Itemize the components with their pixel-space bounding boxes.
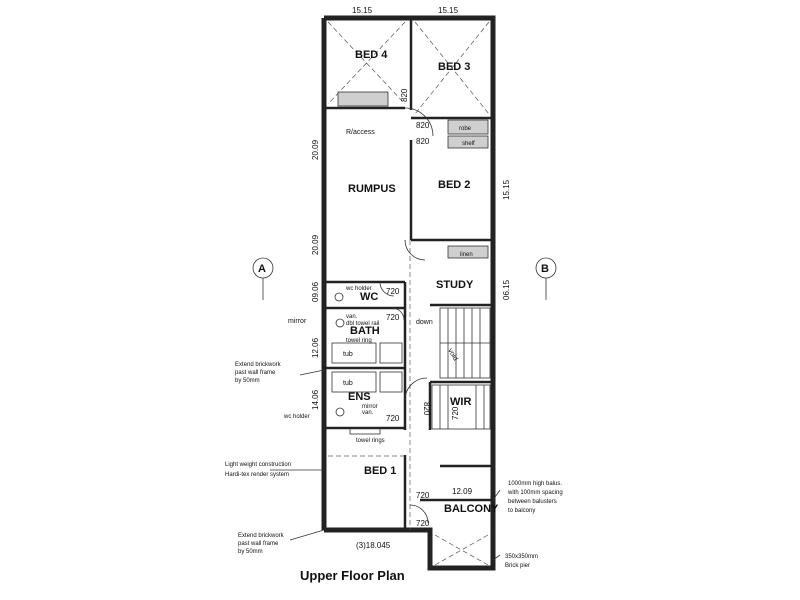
dim-left-wc: 09.06 [311,281,320,302]
annotation-pier-line-2: Brick pier [505,563,530,569]
annotation-balustrade-line-1: 1000mm high balus. [508,481,562,487]
dim-left-bath: 12.06 [311,337,320,358]
door-720-f: 720 [451,406,460,420]
label-shelf: shelf [462,141,475,147]
annotation-light-weight-line-2: Hardi-tex render system [225,472,289,478]
plan-title: Upper Floor Plan [300,568,405,583]
annotation-pier-line-1: 350x350mm [505,554,538,560]
annotation-balustrade-line-4: to balcony [508,508,535,514]
door-720-a: 720 [386,287,400,296]
room-balcony: BALCONY [444,503,499,515]
label-wc-holder: wc holder [345,286,372,292]
dim-top-left: 15.15 [352,6,373,15]
door-720-c: 720 [386,414,400,423]
door-820-c: 820 [416,137,430,146]
label-r-access: R/access [346,129,375,136]
room-study: STUDY [436,279,474,291]
stair [431,307,491,430]
grid-label-b: B [541,263,549,275]
room-bed2: BED 2 [438,179,470,191]
room-bed1: BED 1 [364,465,396,477]
ceiling-lines [327,21,490,566]
annotation-extend-2-line-2: past wall frame [238,541,279,547]
label-van-ens: van. [362,410,374,416]
label-robe: robe [459,126,472,132]
annotation-extend-2-line-3: by 50mm [238,549,263,555]
label-tub-2: tub [343,380,353,387]
room-ens: ENS [348,391,371,403]
label-van: van. [346,314,358,320]
dim-balcony: 12.09 [452,487,473,496]
door-720-e: 720 [416,519,430,528]
room-bath: BATH [350,325,380,337]
grid-label-a: A [258,263,266,275]
dim-left-ens: 14.06 [311,389,320,410]
label-towel-rail: dbl towel rail [346,321,379,327]
annotation-extend-2-line-1: Extend brickwork [238,533,285,539]
grid-markers [252,257,557,300]
label-tub-1: tub [343,351,353,358]
room-rumpus: RUMPUS [348,183,396,195]
annotation-extend-1-line-3: by 50mm [235,378,260,384]
door-720-b: 720 [386,313,400,322]
door-820-d: 820 [422,402,431,416]
annotation-light-weight-line-1: Light weight construction [225,462,291,468]
room-wc: WC [360,291,378,303]
door-swings [379,107,434,524]
label-wc-holder-ens: wc holder [283,414,310,420]
dim-top-right: 15.15 [438,6,459,15]
label-mirror-ens: mirror [362,404,378,410]
annotation-balustrade-line-3: between balusters [508,499,557,505]
annotation-balustrade-line-2: with 100mm spacing [507,490,563,496]
room-bed3: BED 3 [438,61,470,73]
door-720-d: 720 [416,491,430,500]
robes [337,91,489,259]
room-bed4: BED 4 [355,49,388,61]
door-820-b: 820 [416,121,430,130]
label-linen: linen [460,252,473,258]
plan-labels: 15.15 15.15 20.09 20.09 09.06 12.06 14.0… [225,6,563,583]
annotation-mirror: mirror [288,318,307,325]
dim-right-study: 06.15 [502,279,511,300]
door-820-a: 820 [400,88,409,102]
dim-bottom: (3)18.045 [356,541,391,550]
exterior-walls [321,15,496,571]
annotation-extend-1-line-2: past wall frame [235,370,276,376]
leader-lines [270,369,501,561]
label-wir: WIR [450,396,471,408]
label-down: down [416,319,433,326]
label-towel-ring: towel ring [346,338,372,344]
bath-fixtures [331,292,403,435]
dim-left-mid: 20.09 [311,234,320,255]
annotation-extend-1-line-1: Extend brickwork [235,362,282,368]
dim-right-upper: 15.15 [502,179,511,200]
dim-left-upper: 20.09 [311,139,320,160]
label-towel-rings: towel rings [356,438,385,444]
